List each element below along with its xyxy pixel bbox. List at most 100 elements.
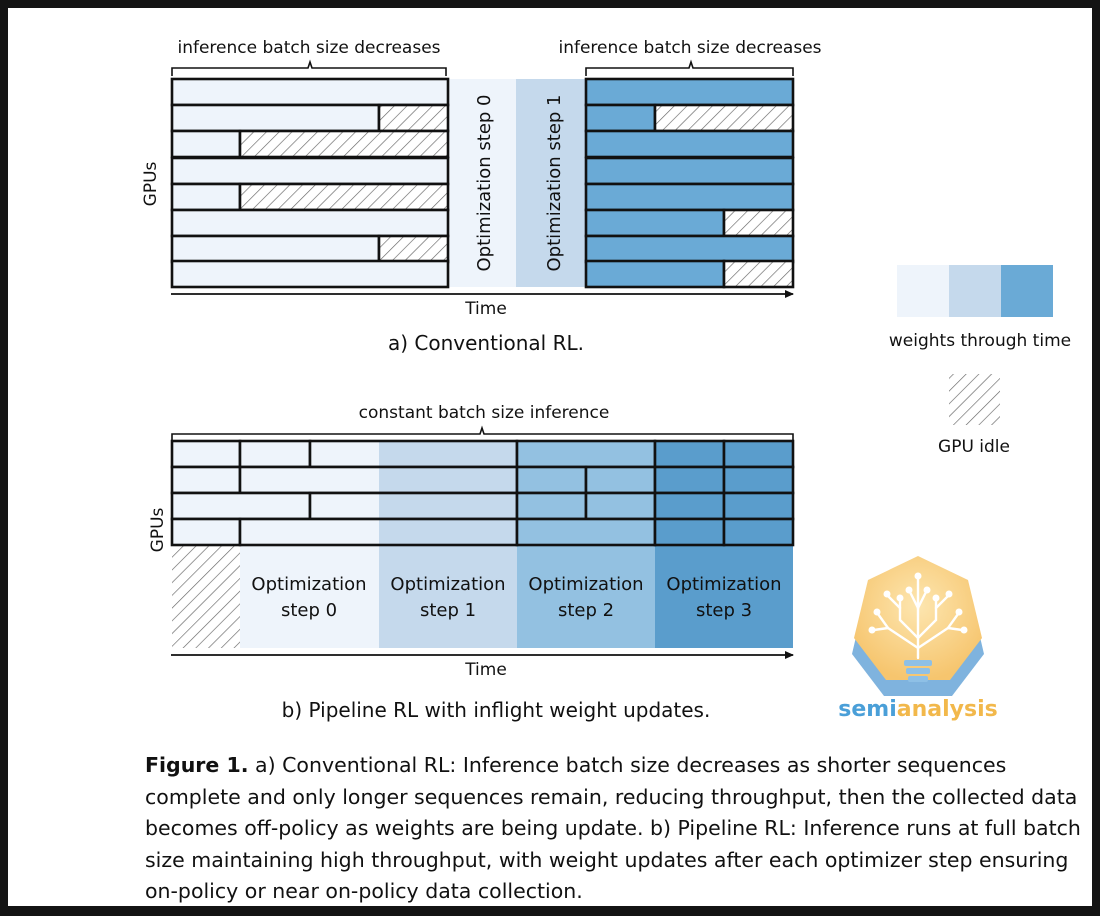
- opt-step-1-block: [379, 544, 517, 648]
- weight-era-fill: [379, 519, 517, 545]
- weight-era-fill: [379, 467, 517, 493]
- sequence-cell: [653, 439, 726, 469]
- top-time-label: Time: [464, 299, 507, 319]
- sequence-cell: [170, 465, 242, 495]
- sequence-cell: [584, 465, 657, 495]
- gpu-busy-segment: [584, 208, 726, 238]
- weight-era-fill: [517, 441, 655, 467]
- idle-block: [172, 544, 240, 648]
- circuit-nodes: [868, 572, 968, 634]
- gpu-busy-segment: [584, 156, 795, 186]
- weight-era-fill: [240, 467, 379, 493]
- brace-right-label: inference batch size decreases: [558, 38, 821, 58]
- opt-step-1-label: Optimization step 1: [544, 95, 565, 272]
- gpu-busy-segment: [584, 129, 795, 159]
- sequence-cell: [653, 465, 726, 495]
- gpu-busy-segment: [584, 259, 726, 289]
- legend-weight-swatch-1: [949, 265, 1001, 317]
- opt-step-0-column: [448, 79, 516, 287]
- gpu-idle-segment: [722, 259, 795, 289]
- weight-era-fill: [172, 441, 240, 467]
- sequence-cell: [515, 465, 588, 495]
- opt-step-0-line2: step 0: [281, 600, 337, 621]
- gpu-idle-segment: [377, 103, 450, 133]
- opt-step-0-label: Optimization step 0: [474, 95, 495, 272]
- logo-text-semi: semi: [838, 697, 896, 722]
- caption-text: a) Conventional RL: Inference batch size…: [145, 753, 1081, 903]
- sequence-cell: [515, 491, 588, 521]
- weight-era-fill: [172, 467, 240, 493]
- brace-left-label: inference batch size decreases: [177, 38, 440, 58]
- gpu-idle-segment: [722, 208, 795, 238]
- legend-weights-label: weights through time: [889, 331, 1071, 351]
- figure-diagram: inference batch size decreases inference…: [141, 38, 1071, 722]
- conventional-rl-diagram: inference batch size decreases inference…: [141, 38, 822, 355]
- gpu-busy-segment: [584, 103, 657, 133]
- sequence-cell: [722, 439, 795, 469]
- weight-era-fill: [655, 441, 724, 467]
- semianalysis-logo: semianalysis: [838, 556, 998, 722]
- sequence-cell: [515, 439, 657, 469]
- gpu-busy-segment: [584, 77, 795, 107]
- gpu-busy-segment: [170, 103, 381, 133]
- opt-step-1-line1: Optimization: [390, 574, 505, 595]
- weight-era-fill: [310, 441, 379, 467]
- logo-wordmark: semianalysis: [838, 697, 997, 722]
- bottom-time-label: Time: [464, 660, 507, 680]
- sequence-cell: [170, 439, 242, 469]
- opt-step-2-line2: step 2: [558, 600, 614, 621]
- sequence-cell: [308, 491, 519, 521]
- brace-right: [585, 59, 794, 76]
- bottom-gpu-rows: [170, 439, 795, 547]
- top-gpus-label: GPUs: [141, 161, 161, 206]
- opt-step-2-block: [517, 544, 655, 648]
- gpu-idle-segment: [238, 129, 450, 159]
- gpu-busy-segment: [170, 234, 381, 264]
- gpu-busy-segment: [170, 259, 450, 289]
- opt-step-1-column: [516, 79, 586, 287]
- legend-idle-swatch: [949, 374, 1000, 425]
- top-left-gpu-rows: [170, 77, 450, 289]
- pipeline-rl-diagram: constant batch size inference Optimizati…: [148, 403, 795, 722]
- weight-era-fill: [724, 441, 793, 467]
- figure-canvas: inference batch size decreases inference…: [8, 8, 1092, 906]
- top-right-gpu-rows: [584, 77, 795, 289]
- sequence-cell: [238, 465, 519, 495]
- opt-step-3-line1: Optimization: [666, 574, 781, 595]
- gpu-busy-segment: [584, 234, 795, 264]
- weight-era-fill: [586, 493, 655, 519]
- weight-era-fill: [172, 493, 310, 519]
- legend-idle-label: GPU idle: [938, 437, 1010, 457]
- brace-bottom-label: constant batch size inference: [359, 403, 610, 423]
- sequence-cell: [238, 439, 312, 469]
- sequence-cell-border: [722, 517, 795, 547]
- gpu-idle-segment: [653, 103, 795, 133]
- sequence-cell: [584, 491, 657, 521]
- sequence-cell: [515, 517, 657, 547]
- weight-era-fill: [724, 493, 793, 519]
- bulb-base-2: [906, 668, 930, 674]
- weight-era-fill: [240, 519, 379, 545]
- legend: weights through time GPU idle: [889, 265, 1071, 457]
- gpu-busy-segment: [170, 77, 450, 107]
- weight-era-fill: [655, 493, 724, 519]
- sequence-cell: [170, 517, 242, 547]
- opt-step-1-line2: step 1: [420, 600, 476, 621]
- gpu-busy-segment: [170, 156, 450, 186]
- gpu-busy-segment: [170, 208, 450, 238]
- gpu-busy-segment: [584, 182, 795, 212]
- legend-weight-swatch-2: [1001, 265, 1053, 317]
- figure-caption: Figure 1. a) Conventional RL: Inference …: [145, 750, 1085, 908]
- weight-era-fill: [724, 467, 793, 493]
- caption-label: Figure 1.: [145, 753, 249, 777]
- opt-step-3-block: [655, 544, 793, 648]
- weight-era-fill: [310, 493, 379, 519]
- sequence-cell: [653, 491, 726, 521]
- bottom-gpus-label: GPUs: [148, 507, 168, 552]
- weight-era-fill: [172, 519, 240, 545]
- weight-era-fill: [240, 441, 310, 467]
- opt-step-0-block: [240, 544, 379, 648]
- bottom-subtitle: b) Pipeline RL with inflight weight upda…: [282, 698, 711, 722]
- sequence-cell: [308, 439, 519, 469]
- weight-era-fill: [586, 467, 655, 493]
